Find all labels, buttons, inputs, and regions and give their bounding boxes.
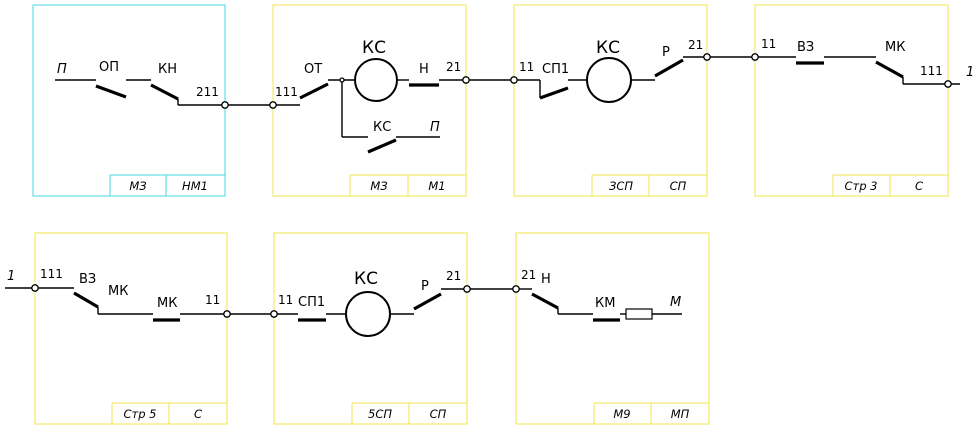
sheet-3: ЗСП СП 11 СП1 КС Р 21 — [466, 4, 708, 197]
resistor — [625, 308, 653, 320]
terminal-21-c — [463, 285, 471, 293]
label-vz: ВЗ — [797, 40, 814, 55]
sheet-2-footer-left: МЗ — [370, 179, 388, 193]
sheet-1: МЗ НМ1 П ОП КН 211 — [32, 4, 226, 197]
continuation-mark: 1 — [966, 65, 974, 80]
contact-h — [531, 292, 559, 310]
node-21: 21 — [446, 269, 461, 283]
terminal-111 — [269, 101, 277, 109]
label-ks-coil: КС — [362, 38, 386, 58]
coil-ks — [345, 291, 391, 337]
sheet-7: М9 МП 21 Н КМ М — [467, 232, 710, 425]
label-m: М — [670, 295, 681, 310]
node-21: 21 — [688, 38, 703, 52]
contact-mk — [875, 60, 904, 79]
label-sp1: СП1 — [298, 295, 325, 310]
contact-vz — [73, 291, 99, 309]
sheet-7-frame — [515, 232, 710, 425]
sheet-3-footer-left: ЗСП — [609, 179, 633, 193]
terminal-11-d — [270, 310, 278, 318]
sheet-7-footer-right: МП — [671, 407, 690, 421]
label-mk-1: МК — [108, 284, 128, 299]
contact-sp1 — [539, 86, 569, 100]
terminal-11-a — [510, 76, 518, 84]
label-ks-coil: КС — [596, 38, 620, 58]
node-111: 111 — [40, 267, 63, 281]
terminal-21-d — [512, 285, 520, 293]
sheet-6-frame — [273, 232, 468, 425]
label-vz: ВЗ — [79, 272, 96, 287]
sheet-6-footer-left: 5СП — [368, 407, 392, 421]
sheet-3-footer-right: СП — [670, 179, 687, 193]
contact-r — [654, 58, 684, 78]
label-op: ОП — [99, 60, 119, 75]
sheet-4-footer-left: Стр 3 — [844, 179, 877, 193]
contact-r — [413, 292, 442, 311]
node-211: 211 — [196, 85, 219, 99]
sheet-4: Стр 3 С 11 ВЗ МК 111 1 — [707, 4, 974, 197]
label-mk-2: МК — [157, 296, 177, 311]
label-km: КМ — [595, 296, 615, 311]
terminal-21-a — [462, 76, 470, 84]
node-111: 111 — [275, 85, 298, 99]
label-r: Р — [421, 279, 429, 294]
label-ot: ОТ — [304, 62, 322, 77]
continuation-mark: 1 — [7, 269, 15, 284]
label-mk: МК — [885, 40, 905, 55]
coil-ks — [354, 58, 398, 102]
sheet-1-frame — [32, 4, 226, 197]
sheet-1-footer-right: НМ1 — [182, 179, 208, 193]
sheet-2-frame — [272, 4, 467, 197]
sheet-6-footer-right: СП — [430, 407, 447, 421]
label-sp1: СП1 — [542, 62, 569, 77]
label-r: Р — [662, 45, 670, 60]
node-21: 21 — [446, 60, 461, 74]
junction-node — [339, 77, 345, 83]
contact-kn — [150, 83, 179, 101]
node-21: 21 — [521, 268, 536, 282]
sheet-3-frame — [513, 4, 708, 197]
terminal-11-c — [223, 310, 231, 318]
sheet-7-footer-left: М9 — [613, 407, 630, 421]
sheet-2: МЗ М1 111 ОТ КС Н 21 КС П — [225, 4, 467, 197]
sheet-5: Стр 5 С 1 111 ВЗ МК МК 11 — [5, 232, 228, 425]
coil-ks — [586, 57, 632, 103]
label-start: П — [57, 62, 67, 77]
contact-ks-branch — [367, 138, 397, 154]
sheet-4-footer-right: С — [915, 179, 923, 193]
sheet-4-frame — [754, 4, 949, 197]
node-111: 111 — [920, 64, 943, 78]
sheet-5-footer-left: Стр 5 — [123, 407, 156, 421]
terminal-11-b — [751, 53, 759, 61]
node-11: 11 — [519, 60, 534, 74]
sheet-5-footer-right: С — [194, 407, 202, 421]
sheet-5-frame — [34, 232, 228, 425]
contact-op — [95, 84, 127, 99]
label-ks-coil: КС — [354, 269, 378, 289]
label-h: Н — [541, 272, 551, 287]
node-11: 11 — [205, 293, 220, 307]
node-11: 11 — [761, 37, 776, 51]
terminal-211 — [221, 101, 229, 109]
sheet-6: 5СП СП 11 СП1 КС Р 21 — [227, 232, 468, 425]
label-ks-branch: КС — [373, 120, 391, 135]
label-p-branch: П — [430, 120, 440, 135]
terminal-111-b — [944, 80, 952, 88]
sheet-1-footer-left: МЗ — [129, 179, 147, 193]
sheet-2-footer-right: М1 — [428, 179, 445, 193]
label-h: Н — [419, 62, 429, 77]
contact-ot — [299, 82, 329, 100]
node-11: 11 — [278, 293, 293, 307]
terminal-21-b — [703, 53, 711, 61]
label-kn: КН — [158, 62, 177, 77]
terminal-111-c — [31, 284, 39, 292]
